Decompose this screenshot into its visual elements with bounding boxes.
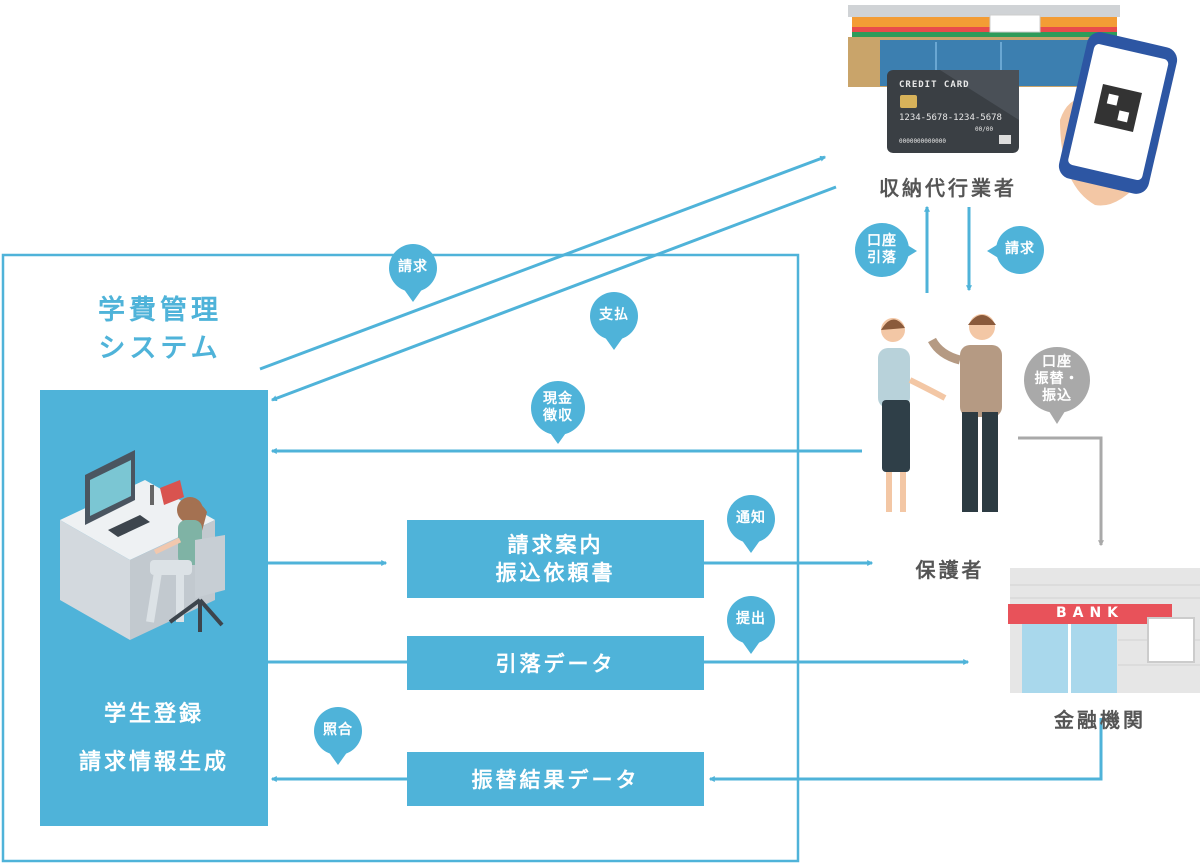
card-number: 1234-5678-1234-5678 bbox=[899, 113, 1002, 123]
invoice-line1: 請求案内 bbox=[507, 533, 604, 557]
bubble-reconcile-text: 照合 bbox=[323, 722, 353, 738]
bubble-cash bbox=[531, 381, 585, 444]
bubble-reconcile bbox=[314, 707, 362, 765]
card-expiry: 00/00 bbox=[975, 126, 994, 133]
agent-label: 収納代行業者 bbox=[879, 176, 1017, 200]
debit-data-box bbox=[407, 636, 704, 690]
bubble-transfer-text: 口座 振替・ 振込 bbox=[1024, 354, 1090, 405]
arrow-guardian-to-bank bbox=[1018, 436, 1104, 547]
bubble-request-right-text: 請求 bbox=[1005, 241, 1035, 257]
bubble-account-debit-line2: 引落 bbox=[867, 250, 897, 266]
system-title-line1: 学費管理 bbox=[98, 295, 222, 326]
bubble-submit bbox=[727, 596, 775, 654]
bubble-account-debit bbox=[855, 223, 917, 277]
arrow-request-to-agent bbox=[259, 155, 827, 371]
bubble-transfer-line1: 口座 bbox=[1042, 354, 1072, 370]
bubble-submit-text: 提出 bbox=[736, 611, 766, 627]
bubble-request-right bbox=[987, 226, 1044, 274]
bubble-cash-text: 現金 徴収 bbox=[531, 391, 585, 425]
guardians-icon bbox=[878, 314, 1002, 512]
transfer-result-box bbox=[407, 752, 704, 806]
bubble-notify bbox=[727, 495, 775, 553]
arrow-payment-to-system bbox=[270, 185, 837, 402]
bubble-transfer-line2: 振替・ bbox=[1034, 371, 1080, 387]
bubble-transfer-line3: 振込 bbox=[1042, 388, 1072, 404]
bubble-cash-line1: 現金 bbox=[543, 391, 573, 407]
bank-building-icon bbox=[1008, 568, 1200, 693]
billing-generation-label: 請求情報生成 bbox=[78, 750, 229, 775]
bubble-request-left-text: 請求 bbox=[398, 259, 428, 275]
invoice-line2: 振込依頼書 bbox=[495, 561, 616, 585]
bubble-account-debit-line1: 口座 bbox=[867, 233, 897, 249]
bubble-request-left bbox=[389, 244, 437, 302]
credit-card-icon bbox=[887, 70, 1019, 153]
card-holder: 0000000000000 bbox=[899, 138, 946, 145]
smartphone-qr-icon bbox=[1058, 32, 1178, 206]
invoice-box bbox=[407, 520, 704, 598]
bubble-cash-line2: 徴収 bbox=[543, 408, 573, 424]
bank-sign: BANK bbox=[1055, 605, 1125, 621]
bank-label: 金融機関 bbox=[1054, 708, 1146, 732]
transfer-result-label: 振替結果データ bbox=[471, 768, 640, 792]
card-title: CREDIT CARD bbox=[899, 80, 970, 90]
guardian-label: 保護者 bbox=[915, 558, 985, 582]
student-registration-label: 学生登録 bbox=[103, 702, 204, 727]
system-title-line2: システム bbox=[98, 333, 222, 364]
bubble-notify-text: 通知 bbox=[736, 510, 766, 526]
system-title: 学費管理 システム bbox=[60, 292, 260, 368]
arrow-bank-to-result bbox=[708, 718, 1103, 782]
debit-data-label: 引落データ bbox=[495, 652, 616, 676]
bubble-account-debit-text: 口座 引落 bbox=[855, 233, 909, 267]
bubble-payment bbox=[590, 292, 638, 350]
office-worker-icon bbox=[60, 450, 225, 640]
bubble-payment-text: 支払 bbox=[599, 307, 629, 323]
invoice-box-label: 請求案内 振込依頼書 bbox=[407, 531, 704, 587]
bubble-transfer bbox=[1024, 347, 1090, 424]
